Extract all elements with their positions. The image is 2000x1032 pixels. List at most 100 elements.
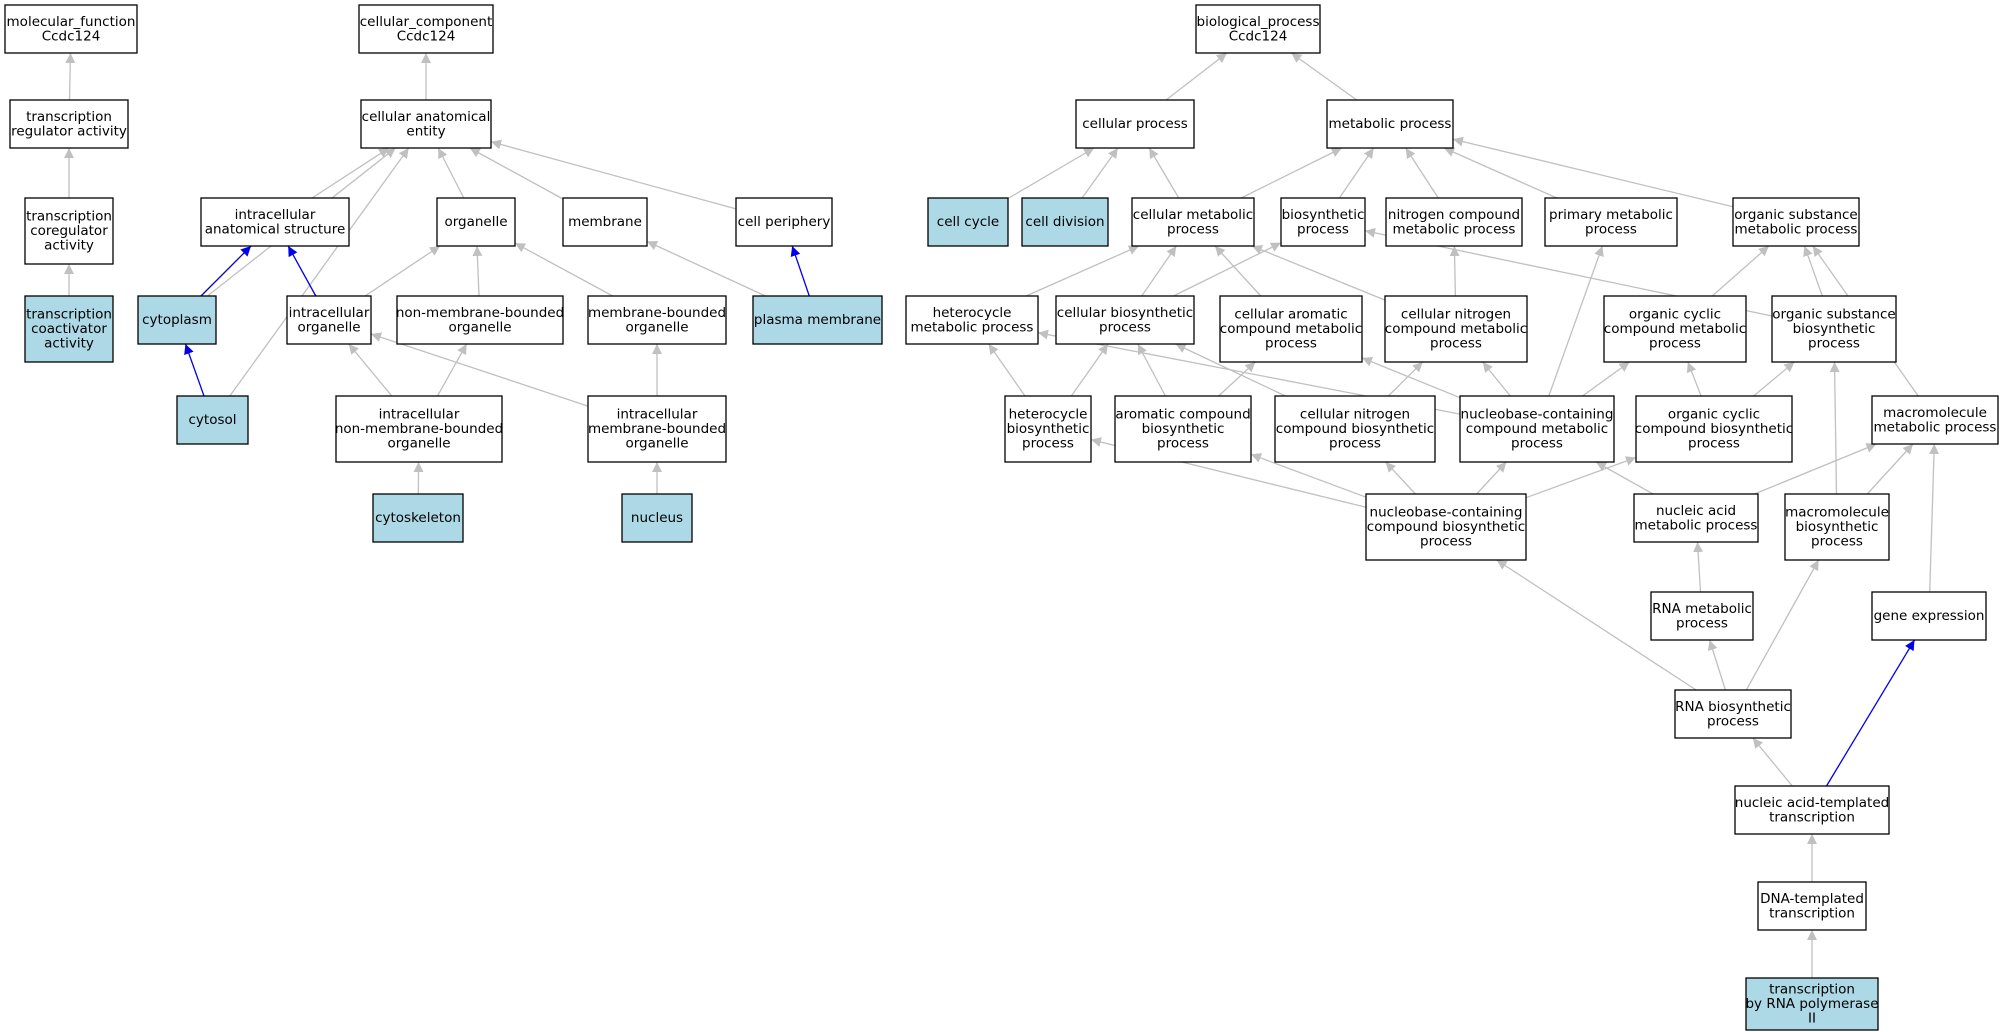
node-label: process [1676,615,1728,631]
node-cellp[interactable]: cellular process [1075,99,1195,149]
node-label: metabolic process [1874,419,1997,435]
node-label: membrane-bounded [588,421,726,437]
edge-mem-to-cae [469,147,564,200]
edge-hbp-to-cbp [1070,343,1109,397]
node-cytosol[interactable]: cytosol [176,395,249,445]
node-label: transcription [1769,982,1855,998]
edge-ias-to-cae [311,147,390,199]
node-label: compound biosynthetic [1276,421,1434,437]
edge-natt-to-rnabp [1752,737,1793,787]
node-org[interactable]: organelle [436,197,516,247]
node-label: cellular biosynthetic [1057,305,1193,321]
node-cp[interactable]: cell periphery [735,197,833,247]
node-label: process [1297,221,1349,237]
node-box [24,295,114,363]
node-label: organelle [625,436,688,452]
node-label: Ccdc124 [42,28,101,44]
edge-cyto-to-ias [200,245,252,297]
node-inmbo[interactable]: intracellularnon-membrane-boundedorganel… [335,395,503,463]
edge-tra-to-mf [65,52,76,101]
node-box [286,295,372,345]
node-box [4,4,138,54]
node-label: intracellular [235,207,316,223]
node-celldiv[interactable]: cell division [1021,197,1109,247]
node-label: organelle [387,436,450,452]
node-nucleus[interactable]: nucleus [621,493,693,543]
node-label: biosynthetic [1007,421,1090,437]
edge-occbp-to-occmp [1686,361,1702,397]
node-label: RNA biosynthetic [1675,699,1791,715]
node-label: transcription [26,109,112,125]
node-label: process [1811,534,1863,550]
node-pm[interactable]: plasma membrane [752,295,883,345]
node-label: cytoplasm [142,312,212,328]
node-label: metabolic process [1393,221,1516,237]
node-cyto[interactable]: cytoplasm [137,295,217,345]
edge-rnamp-to-namp [1693,541,1704,593]
node-label: cell division [1025,214,1104,230]
node-box [1757,881,1867,931]
edge-mbp-to-mmp [1866,443,1914,495]
node-cellcycle[interactable]: cell cycle [927,197,1009,247]
node-mem[interactable]: membrane [562,197,648,247]
edge-cmp-to-cellp [1148,147,1180,199]
edge-namp-to-nbcmp [1595,461,1654,495]
node-label: nucleus [631,510,683,526]
edge-cmp-to-metp [1240,147,1343,199]
node-label: biosynthetic [1796,519,1879,535]
edge-cbp-to-cmp [1141,245,1177,297]
node-label: metabolic process [1329,116,1452,132]
node-label: organic cyclic [1629,307,1721,323]
node-cytosk[interactable]: cytoskeleton [372,493,464,543]
node-label: intracellular [289,305,370,321]
node-gexp[interactable]: gene expression [1871,591,1987,641]
node-box [1674,689,1792,739]
edge-rnabp-to-nbcbp [1496,559,1697,691]
node-metp[interactable]: metabolic process [1326,99,1454,149]
edge-rnabp-to-mbp [1745,559,1820,691]
edge-rnabp-to-rnamp [1707,639,1727,691]
node-box [24,197,114,265]
node-box [9,99,129,149]
edge-nbcbp-to-occbp [1525,456,1637,499]
node-box [1384,295,1528,363]
